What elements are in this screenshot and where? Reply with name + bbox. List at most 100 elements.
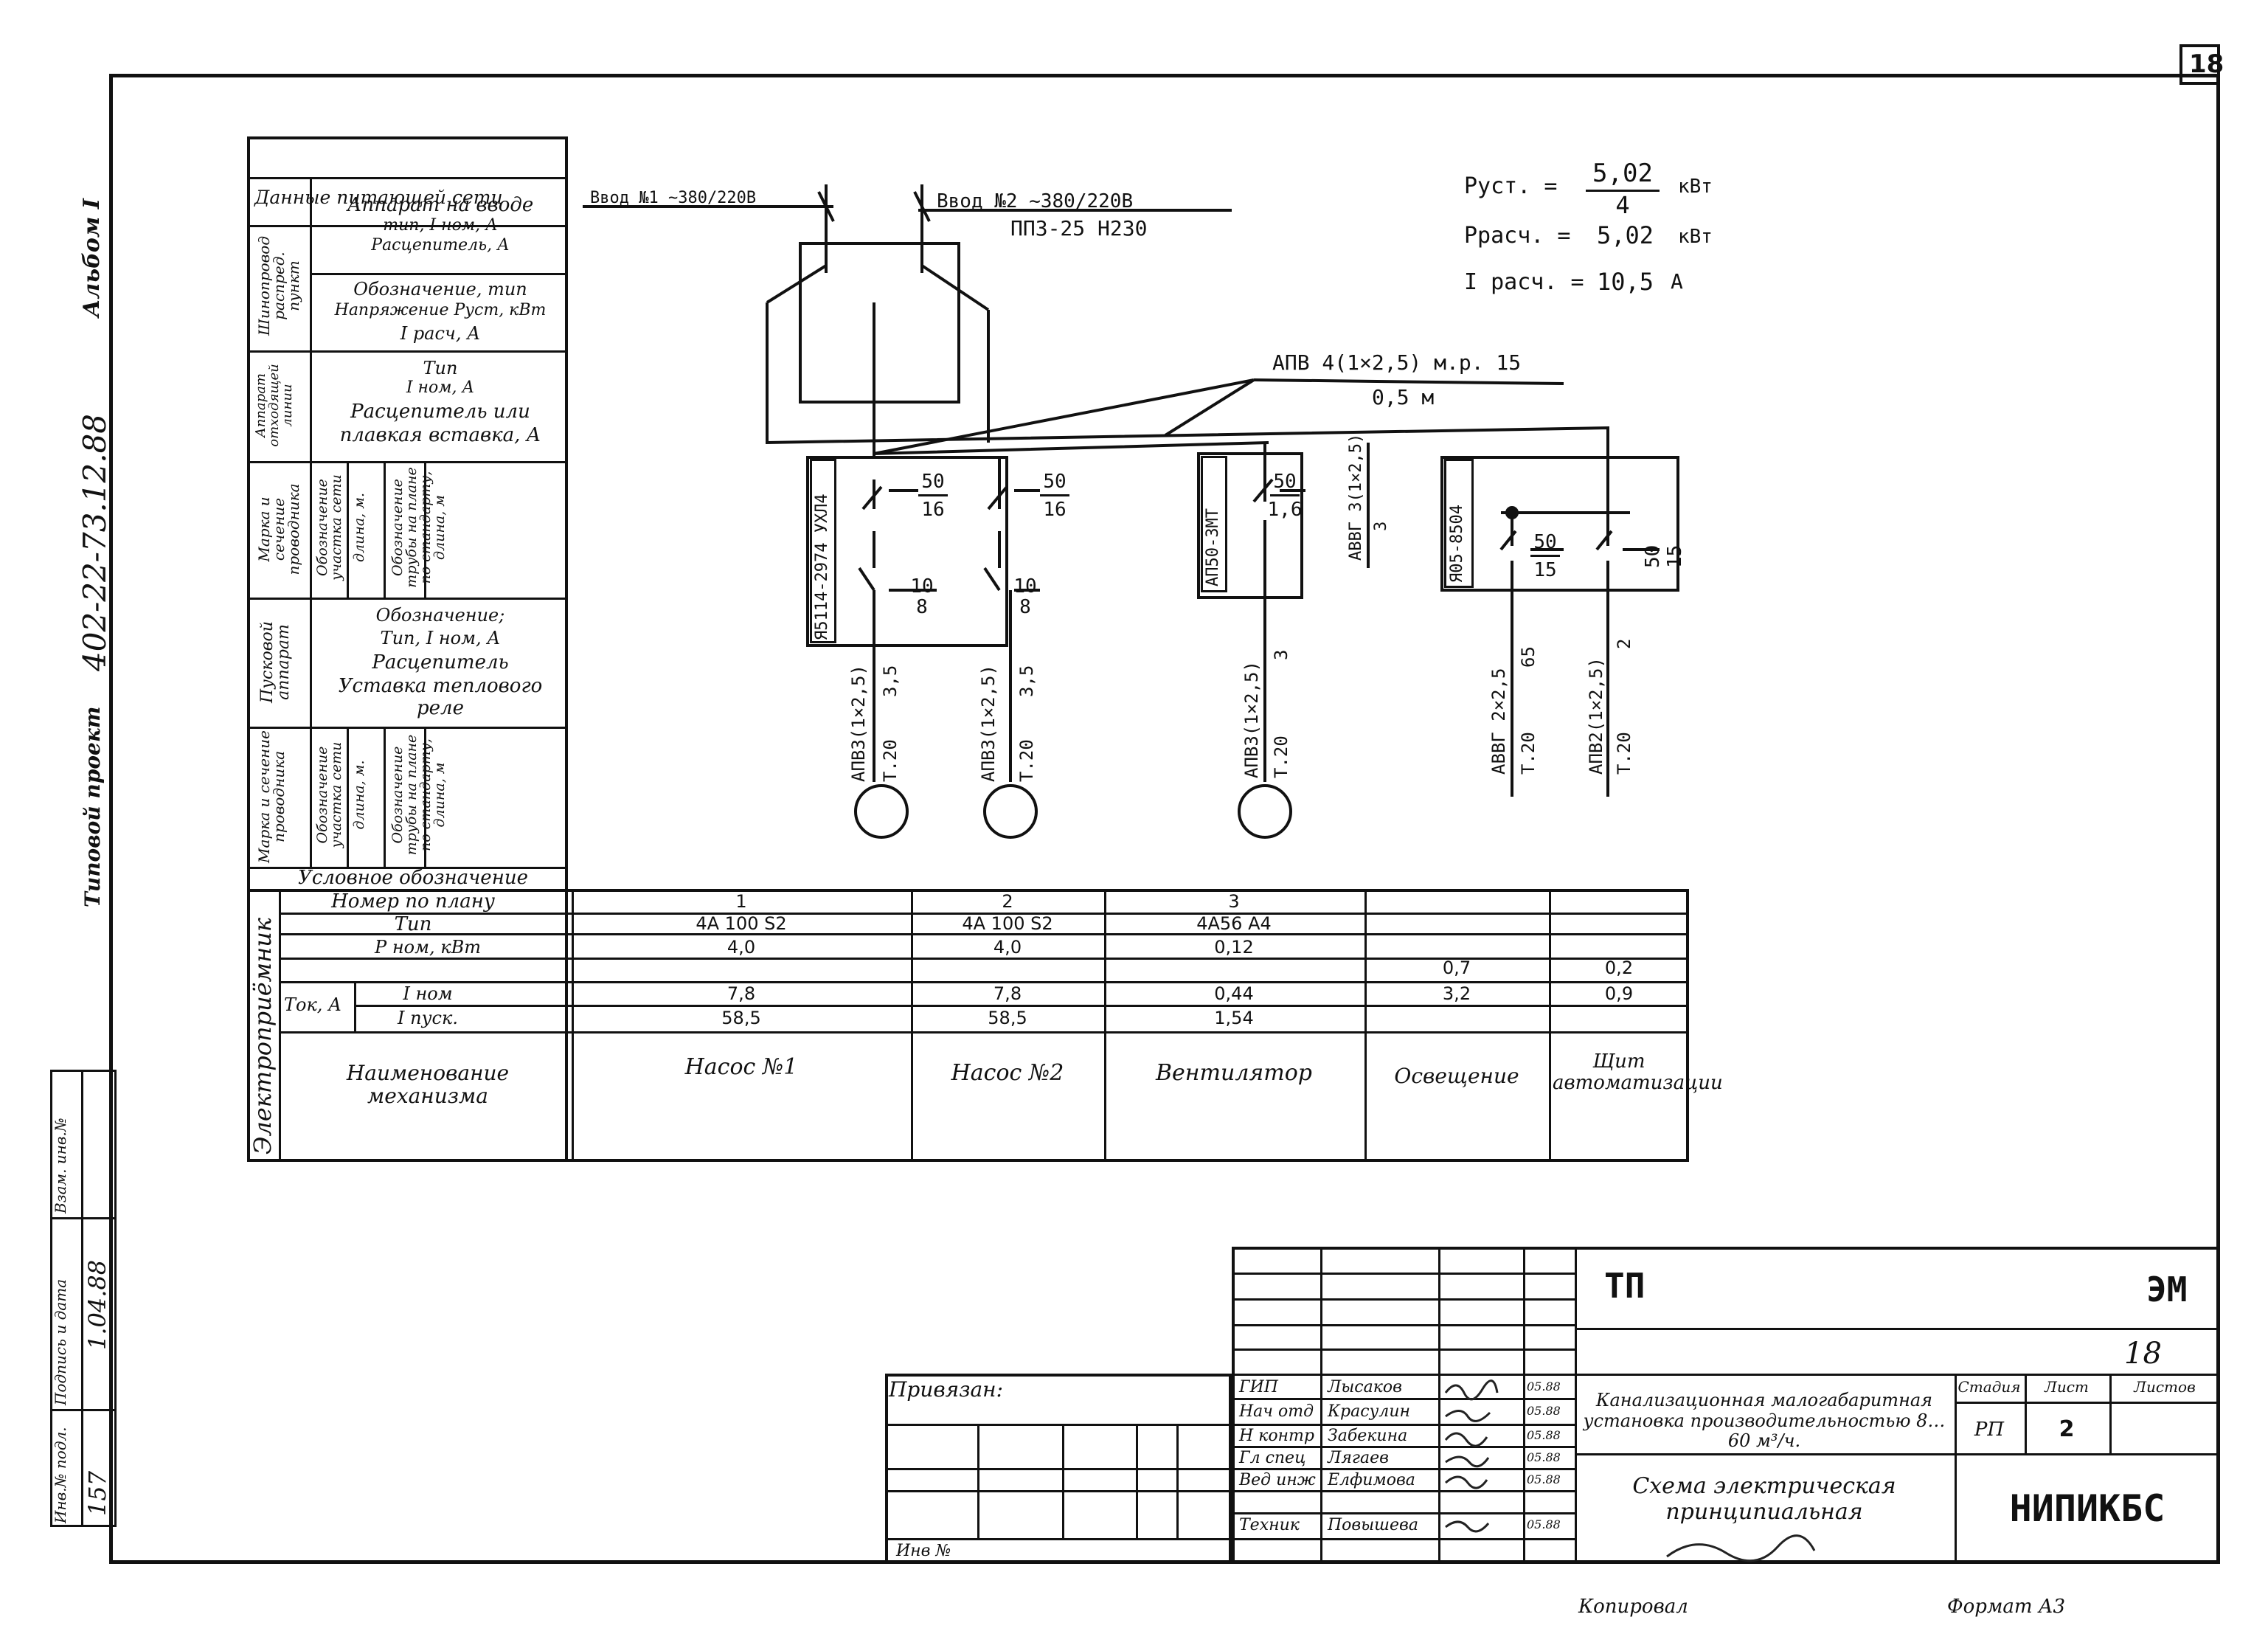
relay2-den: 8: [1019, 596, 1031, 618]
col4-name: Освещение: [1394, 1064, 1519, 1088]
breaker3-den: 1,6: [1267, 499, 1303, 521]
side-col-line: [310, 177, 312, 867]
col-line: [1104, 889, 1106, 1162]
page-number-box: [2179, 44, 2220, 85]
bind-row: [885, 1424, 1232, 1426]
tb-row: [1575, 1328, 2220, 1330]
col3-inom: 0,44: [1214, 983, 1254, 1004]
box1-label-frame: [810, 459, 836, 643]
col1-number: 1: [735, 891, 747, 912]
relay2-num: 10: [1013, 575, 1037, 598]
p-calc-label: Ррасч. =: [1464, 223, 1571, 249]
name-3: Забекина: [1328, 1427, 1408, 1445]
col2-ipusk: 58,5: [988, 1008, 1027, 1028]
tb-row: [1955, 1402, 2220, 1404]
side-col-line: [347, 727, 349, 867]
row-line: [247, 177, 568, 179]
col-line: [1364, 889, 1367, 1162]
receiver-row-line: [279, 958, 1689, 960]
signature-3: [1444, 1432, 1488, 1447]
tb-row: [1232, 1468, 1575, 1470]
p-inst-unit: кВт: [1678, 176, 1713, 198]
row-line: [247, 727, 568, 729]
tb-row: [1232, 1298, 1575, 1301]
breaker2-num: 50: [1043, 471, 1067, 493]
signature-6: [1445, 1520, 1490, 1533]
breaker1-den: 16: [921, 499, 945, 521]
bound-label: Привязан:: [889, 1377, 1004, 1402]
receiver-row-line: [279, 1031, 1689, 1034]
name-6: Повышева: [1328, 1516, 1418, 1534]
title-block: [1232, 1247, 2220, 1564]
receiver-row-line: [279, 933, 1689, 935]
tb-row: [1232, 1398, 1575, 1400]
tb-row: [1232, 1512, 1575, 1514]
p-inst-num: 5,02: [1592, 159, 1653, 188]
stage-value: РП: [1974, 1419, 2005, 1441]
tb-row: [1575, 1453, 2220, 1455]
left-stamp: [50, 1070, 117, 1527]
date-4: 05.88: [1527, 1450, 1561, 1464]
bind-col: [1062, 1424, 1064, 1538]
row3-line1: Тип: [423, 358, 458, 378]
panel-box-3: [1440, 456, 1679, 592]
name-5: Елфимова: [1328, 1471, 1415, 1489]
row-line: [310, 273, 568, 275]
tb-row: [1232, 1538, 1575, 1540]
relay1-den: 8: [916, 596, 928, 618]
cable-leader: [1253, 378, 1564, 385]
side-col-line: [424, 727, 426, 867]
role-3: Н контр: [1239, 1427, 1314, 1445]
input-ticks: [817, 191, 931, 222]
tb-col: [2025, 1374, 2027, 1453]
signature-4: [1445, 1455, 1490, 1468]
signature-5: [1445, 1475, 1488, 1489]
role-4: Гл спец: [1239, 1449, 1306, 1467]
sheet-label: Лист: [2045, 1378, 2089, 1396]
symbol-label: Условное обозначение: [298, 867, 528, 889]
format-label: Формат А3: [1947, 1596, 2066, 1618]
sheets-label: Листов: [2134, 1378, 2196, 1396]
tb-row: [1232, 1446, 1575, 1448]
inv-label: Инв №: [896, 1542, 951, 1560]
breaker1-num: 50: [921, 471, 945, 493]
col3-type: 4А56 А4: [1196, 913, 1272, 934]
breaker3-num: 50: [1273, 471, 1297, 493]
left-stamp-row-2: [50, 1217, 117, 1219]
receiver-side-line: [279, 889, 281, 1162]
side-col-line: [347, 461, 349, 598]
bind-col: [1136, 1424, 1138, 1538]
bind-row: [885, 1538, 1232, 1540]
role-2: Нач отд: [1239, 1402, 1314, 1421]
row2-line2: Напряжение Руст, кВт: [334, 301, 547, 319]
breaker4-num: 50: [1533, 531, 1557, 553]
tb-col: [1438, 1247, 1440, 1564]
col2-power: 4,0: [993, 937, 1022, 958]
row3-line4: плавкая вставка, А: [339, 424, 541, 446]
tb-row: [1232, 1348, 1575, 1351]
tb-row: [1232, 1424, 1575, 1426]
switch-blade-1: [766, 264, 828, 304]
i-calc-value: 10,5: [1597, 268, 1654, 296]
relay1-num: 10: [910, 575, 934, 598]
row-line: [247, 225, 568, 227]
sheet-value: 2: [2059, 1416, 2075, 1442]
col3-ipusk: 1,54: [1214, 1008, 1254, 1028]
col2-number: 2: [1002, 891, 1013, 912]
col5-inom: 0,9: [1604, 983, 1634, 1004]
date-2: 05.88: [1527, 1404, 1561, 1418]
tb-col: [1320, 1247, 1322, 1564]
p-calc-value: 5,02: [1597, 221, 1654, 249]
page-number: 18: [2189, 49, 2224, 79]
left-stamp-row-1: [50, 1409, 117, 1411]
copied-by: Копировал: [1578, 1596, 1688, 1618]
box3-label-frame: [1444, 459, 1474, 588]
row-line: [247, 350, 568, 353]
organization: НИПИКБС: [2009, 1487, 2165, 1530]
row1-line1: Аппарат на вводе: [347, 194, 534, 216]
row5-line3: Расцепитель: [372, 651, 509, 674]
p-inst-den: 4: [1615, 191, 1630, 219]
row5-line1: Обозначение;: [375, 605, 505, 626]
row5-line2: Тип, I ном, А: [380, 628, 501, 648]
power-data-header: Данные питающей сети: [254, 187, 503, 208]
